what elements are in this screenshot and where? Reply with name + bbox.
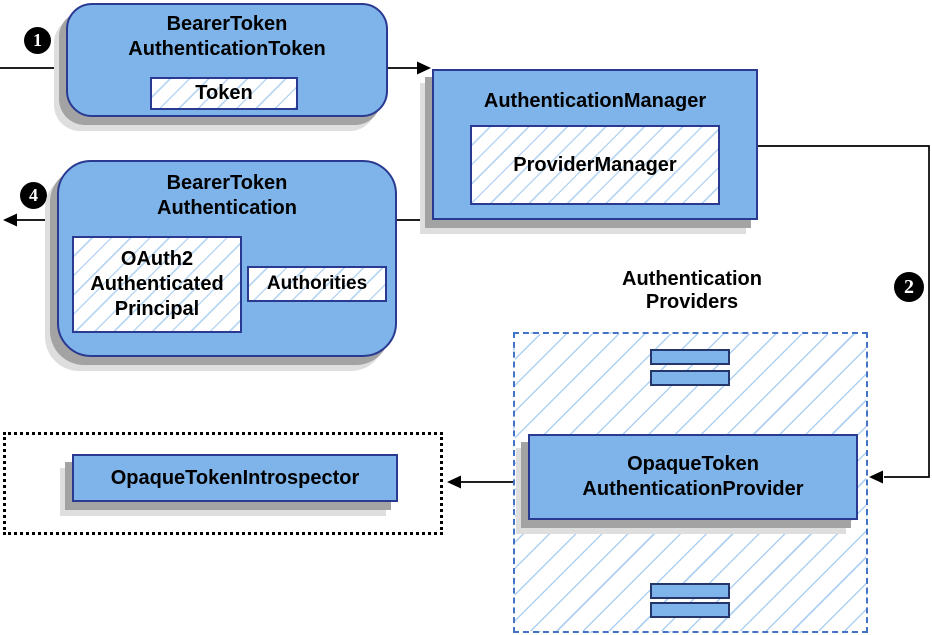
step-2-badge: 2 (894, 272, 924, 302)
step-2-number: 2 (904, 275, 914, 298)
node-title: BearerToken AuthenticationToken (68, 5, 386, 62)
label-line-1: Authentication (622, 268, 762, 290)
arrow-to-authentication-manager (388, 61, 431, 75)
arrow-authentication-out (3, 213, 57, 227)
node-opaque-token-introspector: OpaqueTokenIntrospector (72, 454, 398, 502)
token-chip: Token (150, 77, 298, 110)
node-opaque-token-authentication-provider: OpaqueToken AuthenticationProvider (528, 434, 858, 520)
title-line-1: BearerToken (166, 172, 288, 194)
introspector-label: OpaqueTokenIntrospector (110, 466, 360, 489)
provider-line-1: OpaqueToken (627, 453, 759, 475)
principal-line-3: Principal (114, 298, 200, 320)
title-line-1: BearerToken (166, 13, 288, 35)
oauth2-authenticated-principal-chip: OAuth2 Authenticated Principal (72, 236, 242, 333)
node-authentication-manager: AuthenticationManager ProviderManager (432, 69, 758, 220)
provider-placeholder-bar (650, 602, 730, 618)
title-line-1: AuthenticationManager (483, 90, 707, 112)
principal-line-1: OAuth2 (120, 248, 194, 270)
label-line-2: Providers (645, 291, 739, 313)
provider-placeholder-bar (650, 349, 730, 365)
introspector-container: OpaqueTokenIntrospector (3, 432, 443, 535)
node-bearer-token-authentication: BearerToken Authentication OAuth2 Authen… (57, 160, 397, 357)
authentication-providers-label: Authentication Providers (592, 268, 792, 314)
authorities-chip: Authorities (247, 266, 387, 302)
provider-manager-chip: ProviderManager (470, 125, 720, 205)
title-line-2: Authentication (157, 197, 297, 219)
token-label: Token (195, 82, 253, 104)
step-4-badge: 4 (20, 182, 47, 209)
provider-placeholder-bar (650, 583, 730, 599)
step-1-number: 1 (33, 30, 42, 50)
node-title: AuthenticationManager (434, 71, 756, 114)
authorities-label: Authorities (266, 273, 368, 294)
node-title: BearerToken Authentication (59, 162, 395, 221)
principal-line-2: Authenticated (90, 273, 224, 295)
authentication-providers-container: OpaqueToken AuthenticationProvider (513, 332, 868, 633)
step-1-badge: 1 (24, 27, 51, 54)
provider-manager-label: ProviderManager (513, 153, 677, 176)
provider-line-2: AuthenticationProvider (582, 478, 804, 500)
provider-placeholder-bar (650, 370, 730, 386)
node-bearer-token-authentication-token: BearerToken AuthenticationToken Token (66, 3, 388, 117)
step-4-number: 4 (29, 185, 38, 205)
title-line-2: AuthenticationToken (128, 38, 326, 60)
